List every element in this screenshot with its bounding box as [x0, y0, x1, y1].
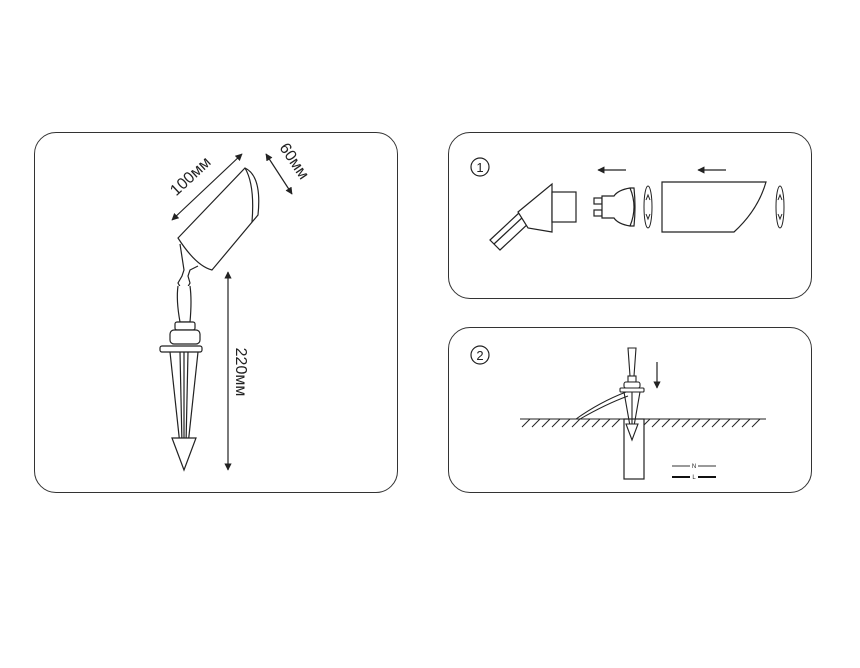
spotlight-drawing	[159, 167, 260, 472]
legend-live-label: L	[692, 475, 696, 481]
dimension-length-label: 100мм	[167, 154, 214, 200]
ground-hole	[623, 418, 645, 480]
wiring-legend: N L	[672, 464, 716, 481]
legend-neutral-label: N	[692, 464, 696, 470]
lamp-cover-drawing	[661, 181, 767, 233]
dimension-height-label: 220мм	[232, 348, 249, 397]
lamp-holder-drawing	[489, 182, 577, 251]
spike-install-drawing	[619, 347, 645, 442]
dimension-height: 220мм	[224, 271, 249, 471]
step-1-marker: 1	[470, 157, 490, 177]
rotate-arrow-bulb-icon	[643, 185, 653, 229]
step-2-marker: 2	[470, 345, 490, 365]
cable	[575, 391, 629, 420]
step-1-number: 1	[476, 160, 483, 175]
rotate-arrow-cover-icon	[775, 185, 785, 229]
step-2-number: 2	[476, 348, 483, 363]
dimension-width: 60мм	[265, 140, 312, 195]
bulb-drawing	[593, 187, 636, 227]
